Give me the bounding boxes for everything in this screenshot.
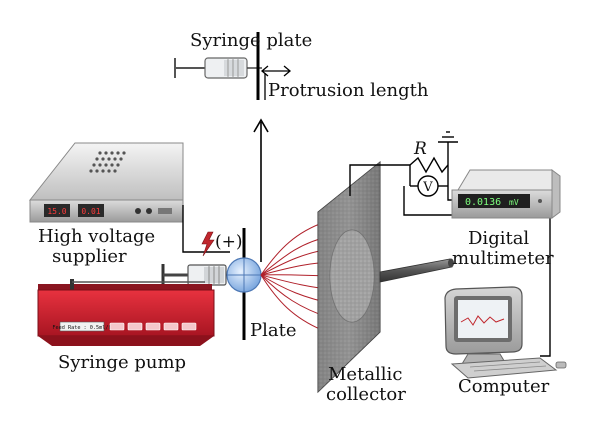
multimeter-reading: 0.0136 <box>465 197 501 208</box>
taylor-cone-icon <box>226 257 262 293</box>
hv-display-left: 15.0 <box>47 207 66 216</box>
multimeter-label-line1: Digital <box>468 228 529 249</box>
resistor-label: R <box>413 139 427 159</box>
zoom-arrow-icon <box>253 118 269 262</box>
grounding-rod <box>379 258 454 283</box>
voltmeter-icon <box>417 175 439 197</box>
collector-label-line1: Metallic <box>328 364 402 385</box>
hv-knob-icon <box>146 208 152 214</box>
pump-key <box>127 322 143 331</box>
hv-display-right: 0.01 <box>81 207 100 216</box>
metallic-collector <box>317 160 381 394</box>
digital-multimeter: 0.0136 mV <box>451 169 561 219</box>
pump-key <box>145 322 161 331</box>
syringe-pump: Feed Rate : 0.5ml/h <box>37 264 240 346</box>
voltmeter-label: V <box>422 180 433 195</box>
high-voltage-supplier: 15.0 0.01 <box>28 142 184 223</box>
vent-grill-icon <box>89 151 126 173</box>
computer-icon <box>444 286 567 379</box>
multimeter-label-line2: multimeter <box>452 248 554 269</box>
protrusion-length-label: Protrusion length <box>268 80 429 101</box>
hv-wire <box>182 205 230 253</box>
pump-key <box>109 322 125 331</box>
collector-label-line2: collector <box>326 384 406 405</box>
hv-knob-icon <box>135 208 141 214</box>
syringe-plate-detail: Syringe plate Protrusion length <box>174 30 429 101</box>
hv-label-line2: supplier <box>52 246 127 267</box>
syringe-pump-label: Syringe pump <box>58 352 186 373</box>
computer-label: Computer <box>458 376 550 397</box>
multimeter-unit: mV <box>509 198 519 207</box>
protrusion-arrow-icon <box>260 65 292 100</box>
plate-label: Plate <box>250 320 297 341</box>
polarity-label: (+) <box>215 232 243 252</box>
small-syringe-icon <box>174 57 262 79</box>
pump-feed-rate: Feed Rate : 0.5ml/h <box>52 325 111 331</box>
pump-key <box>181 322 197 331</box>
syringe-plate-label: Syringe plate <box>190 30 312 51</box>
pump-key <box>163 322 179 331</box>
lightning-icon <box>201 231 215 257</box>
hv-label-line1: High voltage <box>38 226 155 247</box>
